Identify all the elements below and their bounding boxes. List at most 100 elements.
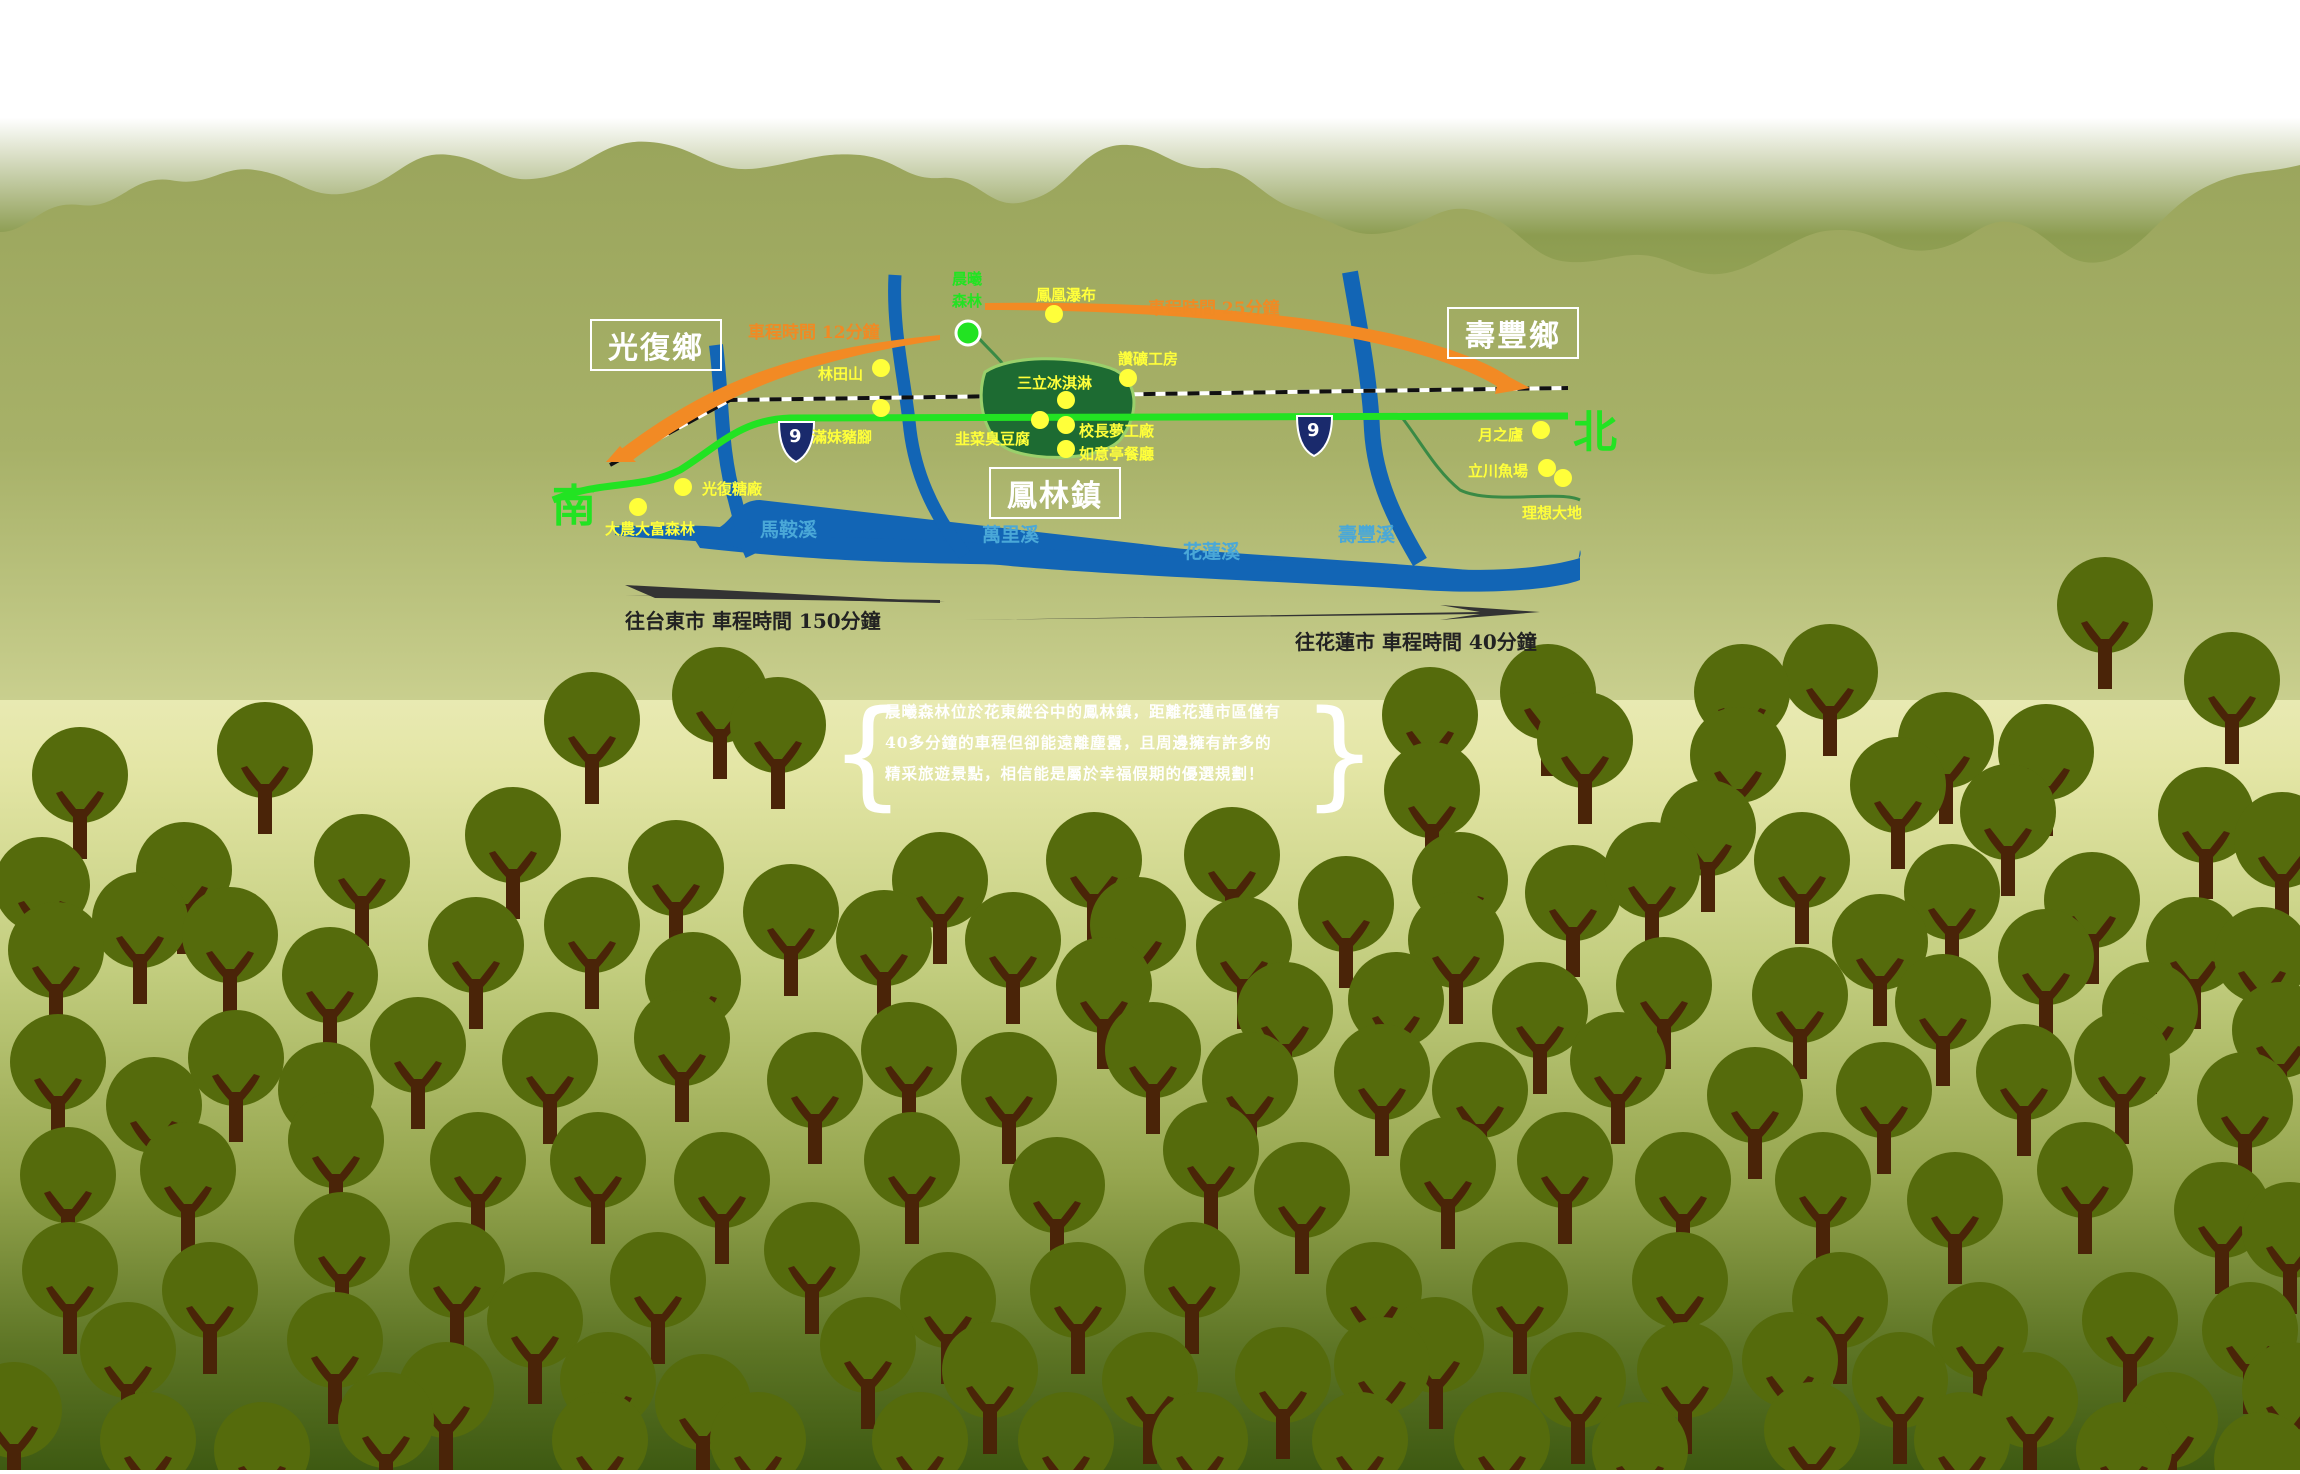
tree-trunk bbox=[574, 1168, 622, 1244]
tree-crown bbox=[162, 1242, 258, 1338]
spot-dot-fenghuang-falls[interactable] bbox=[1045, 305, 1063, 323]
arrow-to-guangfu-head bbox=[606, 446, 636, 462]
tree-crown bbox=[1604, 822, 1700, 918]
river-wanli bbox=[888, 274, 971, 559]
tree-crown bbox=[1592, 1402, 1688, 1474]
tree-crown bbox=[502, 1012, 598, 1108]
spot-dot-sanli-icecream[interactable] bbox=[1057, 391, 1075, 409]
tree-trunk bbox=[1358, 1080, 1406, 1156]
spot-dot-ideal-land[interactable] bbox=[1554, 469, 1572, 487]
tree-crown bbox=[2242, 1182, 2300, 1278]
tree-trunk bbox=[433, 1278, 481, 1354]
tree-crown bbox=[961, 1032, 1057, 1128]
tree-crown bbox=[1184, 807, 1280, 903]
river-label-hualien: 花蓮溪 bbox=[1183, 541, 1241, 563]
river-label-shoufeng: 壽豐溪 bbox=[1338, 524, 1396, 546]
tree-crown bbox=[1960, 764, 2056, 860]
tree-trunk bbox=[186, 1298, 234, 1374]
tree-trunk bbox=[2061, 1178, 2109, 1254]
tree-crown bbox=[2197, 1052, 2293, 1148]
tree-crown bbox=[1018, 1392, 1114, 1474]
tree-trunk bbox=[888, 1168, 936, 1244]
river-hualien bbox=[615, 525, 1580, 592]
tree-trunk bbox=[422, 1398, 470, 1474]
tree-crown bbox=[1009, 1137, 1105, 1233]
tree-trunk bbox=[1640, 993, 1688, 1069]
tree-crown bbox=[1163, 1102, 1259, 1198]
spot-manmei-pork: 滿妹豬腳 bbox=[812, 428, 873, 446]
tree-trunk bbox=[1928, 900, 1976, 976]
tree-crown bbox=[836, 890, 932, 986]
tree-trunk bbox=[1054, 1298, 1102, 1374]
tree-trunk bbox=[966, 1378, 1014, 1454]
direction-south: 南 bbox=[552, 481, 596, 532]
tree-crown bbox=[409, 1222, 505, 1318]
spot-dot-chive-tofu[interactable] bbox=[1031, 411, 1049, 429]
tree-crown bbox=[140, 1122, 236, 1218]
spot-dot-lintianshan[interactable] bbox=[872, 359, 890, 377]
tree-trunk bbox=[1856, 950, 1904, 1026]
tree-trunk bbox=[1424, 1173, 1472, 1249]
tree-trunk bbox=[860, 946, 908, 1022]
route-label-hualien: 往花蓮市 車程時間 40分鐘 bbox=[1295, 630, 1537, 654]
tree-trunk bbox=[1594, 1068, 1642, 1144]
tree-crown bbox=[2037, 1122, 2133, 1218]
spot-danong-forest: 大農大富森林 bbox=[605, 520, 696, 538]
tree-crown bbox=[1400, 1117, 1496, 1213]
tree-trunk bbox=[1259, 1383, 1307, 1459]
tree-crown bbox=[550, 1112, 646, 1208]
tree-crown bbox=[430, 1112, 526, 1208]
spot-moon-pavilion: 月之廬 bbox=[1478, 426, 1524, 444]
intro-paragraph: 晨曦森林位於花東縱谷中的鳳林鎮，距離花蓮市區僅有40多分鐘的車程但卻能遠離塵囂，… bbox=[885, 702, 1282, 783]
tree-crown bbox=[1298, 856, 1394, 952]
spot-dot-guangfu-sugar[interactable] bbox=[674, 478, 692, 496]
tree-crown bbox=[1254, 1142, 1350, 1238]
route-label-taitung: 往台東市 車程時間 150分鐘 bbox=[625, 609, 881, 633]
tree-trunk bbox=[568, 728, 616, 804]
river-malan bbox=[709, 344, 759, 558]
tree-crown bbox=[1976, 1024, 2072, 1120]
spot-dot-principal-factory[interactable] bbox=[1057, 416, 1075, 434]
travel-time-guangfu: 車程時間 12分鐘 bbox=[748, 323, 880, 343]
town-label-guangfu: 光復鄉 bbox=[590, 319, 722, 371]
tree-crown bbox=[1632, 1232, 1728, 1328]
tree-trunk bbox=[916, 888, 964, 964]
spot-dot-danong-forest[interactable] bbox=[629, 498, 647, 516]
tree-crown bbox=[1850, 737, 1946, 833]
tree-trunk bbox=[1731, 1103, 1779, 1179]
tree-crown bbox=[1517, 1112, 1613, 1208]
destination-label: 晨曦森林 bbox=[952, 270, 983, 310]
tree-crown bbox=[1764, 1382, 1860, 1474]
fenglin-town-area bbox=[979, 357, 1136, 459]
arrow-to-shoufeng-head bbox=[1495, 372, 1530, 394]
highway-shield-west-number: 9 bbox=[789, 426, 802, 447]
tree-trunk bbox=[1322, 912, 1370, 988]
tree-trunk bbox=[1799, 1188, 1847, 1264]
spot-dot-ruyi-restaurant[interactable] bbox=[1057, 440, 1075, 458]
tree-crown bbox=[634, 990, 730, 1086]
spot-dot-jishi-workshop[interactable] bbox=[1119, 369, 1137, 387]
highway-shield-east bbox=[1295, 415, 1334, 458]
tree-crown bbox=[820, 1297, 916, 1393]
destination-marker[interactable] bbox=[954, 319, 982, 347]
intro-brace-right: } bbox=[1302, 684, 1378, 822]
spot-dot-manmei-pork[interactable] bbox=[872, 399, 890, 417]
tree-crown bbox=[1144, 1222, 1240, 1318]
tree-crown bbox=[1752, 947, 1848, 1043]
tree-trunk bbox=[1874, 793, 1922, 869]
highway-shield-west bbox=[777, 421, 816, 464]
tree-trunk bbox=[1661, 1378, 1709, 1454]
river-label-wanli: 萬里溪 bbox=[982, 524, 1040, 546]
spot-jishi-workshop: 讚礦工房 bbox=[1118, 350, 1179, 368]
tree-trunk bbox=[1919, 1010, 1967, 1086]
tree-crown bbox=[1832, 894, 1928, 990]
tree-crown bbox=[1775, 1132, 1871, 1228]
spot-dot-moon-pavilion[interactable] bbox=[1532, 421, 1550, 439]
tree-crown bbox=[2074, 1012, 2170, 1108]
spot-dot-lichuan-fish-farm[interactable] bbox=[1538, 459, 1556, 477]
route-arrow-taitung-head bbox=[625, 585, 945, 602]
tree-trunk bbox=[212, 1066, 260, 1142]
tree-crown bbox=[544, 672, 640, 768]
